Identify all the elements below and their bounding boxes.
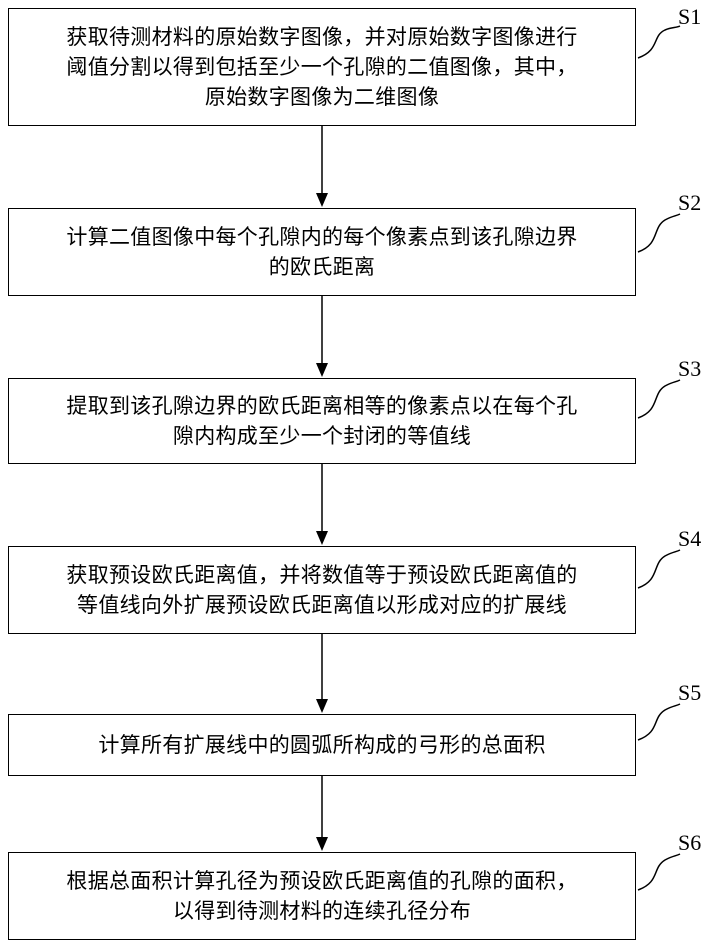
- step-label-s6: S6: [678, 830, 701, 856]
- arrowhead-s1-to-s2: [316, 193, 328, 207]
- leader-s4: [638, 550, 680, 588]
- leader-s5: [638, 704, 680, 740]
- step-label-s1: S1: [678, 4, 701, 30]
- leader-s3: [638, 380, 680, 418]
- label-leaders: [638, 26, 680, 890]
- leader-s2: [638, 214, 680, 252]
- leader-s6: [638, 854, 680, 890]
- step-label-s4: S4: [678, 526, 701, 552]
- arrowhead-s4-to-s5: [316, 699, 328, 713]
- step-label-s3: S3: [678, 356, 701, 382]
- leader-s1: [638, 26, 680, 58]
- flow-arrows: [316, 126, 328, 851]
- step-label-s2: S2: [678, 190, 701, 216]
- arrowhead-s2-to-s3: [316, 363, 328, 377]
- step-label-s5: S5: [678, 680, 701, 706]
- arrowhead-s3-to-s4: [316, 531, 328, 545]
- arrowhead-s5-to-s6: [316, 837, 328, 851]
